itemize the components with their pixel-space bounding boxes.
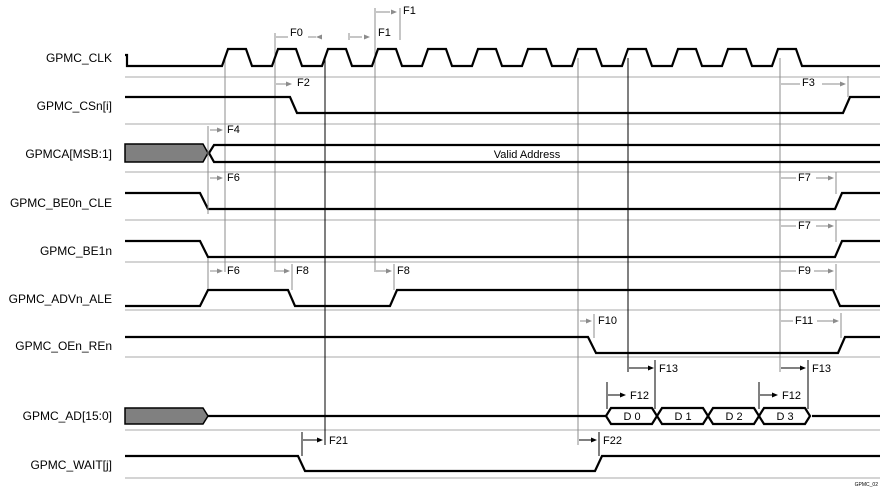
- arrow-head: [833, 318, 839, 324]
- be0n-waveform: [125, 191, 880, 211]
- data-beat-label: D 1: [674, 411, 691, 423]
- address-bus: Valid Address: [124, 143, 880, 164]
- arrow-head: [591, 437, 597, 443]
- csn-waveform: [125, 95, 880, 115]
- label-gpmc-clk: GPMC_CLK: [46, 51, 112, 65]
- label-gpmc-be1n: GPMC_BE1n: [40, 244, 112, 258]
- data-beat-label: D 3: [776, 411, 793, 423]
- timing-label-f7: F7: [798, 172, 811, 184]
- wait-waveform: [125, 454, 880, 473]
- arrow-head: [286, 81, 292, 87]
- timing-label-f7: F7: [798, 220, 811, 232]
- clk-waveform: [125, 47, 880, 68]
- timing-label-f12: F12: [630, 390, 649, 402]
- timing-label-f8: F8: [296, 265, 309, 277]
- timing-label-f2: F2: [297, 77, 310, 89]
- timing-label-f21: F21: [329, 435, 348, 447]
- arrow-head: [391, 9, 397, 15]
- reference-lines: [224, 8, 781, 445]
- arrow-head: [648, 365, 654, 371]
- arrow-head: [317, 437, 323, 443]
- arrow-head: [800, 365, 806, 371]
- arrow-head: [386, 268, 392, 274]
- label-gpmc-be0n-cle: GPMC_BE0n_CLE: [10, 196, 112, 210]
- timing-label-f11: F11: [795, 315, 813, 327]
- label-gpmc-advn-ale: GPMC_ADVn_ALE: [9, 292, 112, 306]
- arrow-head: [316, 34, 322, 40]
- label-gpmc-wait: GPMC_WAIT[j]: [30, 458, 112, 472]
- figure-id: GPMC_02: [855, 482, 879, 488]
- timing-label-f22: F22: [603, 435, 622, 447]
- arrow-head: [828, 175, 834, 181]
- data-beat-label: D 2: [725, 411, 742, 423]
- timing-label-f6: F6: [227, 172, 240, 184]
- address-valid-bus: [207, 143, 880, 164]
- timing-label-f1: F1: [403, 5, 416, 17]
- be1n-waveform: [125, 239, 880, 259]
- arrow-head: [217, 175, 223, 181]
- row-separators: [125, 76, 880, 479]
- arrow-head: [772, 392, 778, 398]
- arrow-head: [217, 127, 223, 133]
- timing-label-f9: F9: [798, 265, 811, 277]
- label-gpmc-csn: GPMC_CSn[i]: [37, 99, 112, 113]
- arrow-head: [620, 392, 626, 398]
- arrow-head: [586, 318, 592, 324]
- arrow-head: [364, 34, 370, 40]
- data-beat-label: D 0: [623, 411, 640, 423]
- address-value-label: Valid Address: [494, 149, 561, 161]
- signal-labels: GPMC_CLK GPMC_CSn[i] GPMCA[MSB:1] GPMC_B…: [9, 51, 112, 472]
- timing-label-f13: F13: [812, 363, 831, 375]
- timing-label-f8: F8: [397, 265, 410, 277]
- advn-waveform: [125, 288, 880, 308]
- arrow-head: [217, 268, 223, 274]
- data-bus: D 0 D 1 D 2 D 3: [124, 406, 880, 426]
- arrow-head: [840, 81, 846, 87]
- timing-label-f1: F1: [378, 27, 391, 39]
- address-undefined-region: [124, 143, 209, 163]
- timing-label-f3: F3: [802, 77, 815, 89]
- timing-label-f6: F6: [227, 265, 240, 277]
- oen-waveform: [125, 335, 880, 355]
- label-gpmc-oen-ren: GPMC_OEn_REn: [15, 339, 112, 353]
- timing-label-f13: F13: [659, 363, 678, 375]
- timing-annotations: F0 F1 F1 F2 F3 F4 F6 F7: [207, 5, 849, 456]
- timing-label-f10: F10: [598, 315, 617, 327]
- arrow-head: [284, 268, 290, 274]
- data-beat-d3: [757, 406, 812, 426]
- timing-label-f0: F0: [290, 27, 303, 39]
- timing-label-f12: F12: [782, 390, 801, 402]
- data-undefined-region: [124, 407, 209, 425]
- label-gpmc-address: GPMCA[MSB:1]: [25, 147, 112, 161]
- arrow-head: [828, 223, 834, 229]
- label-gpmc-ad: GPMC_AD[15:0]: [23, 409, 112, 423]
- arrow-head: [828, 268, 834, 274]
- timing-label-f4: F4: [227, 124, 240, 136]
